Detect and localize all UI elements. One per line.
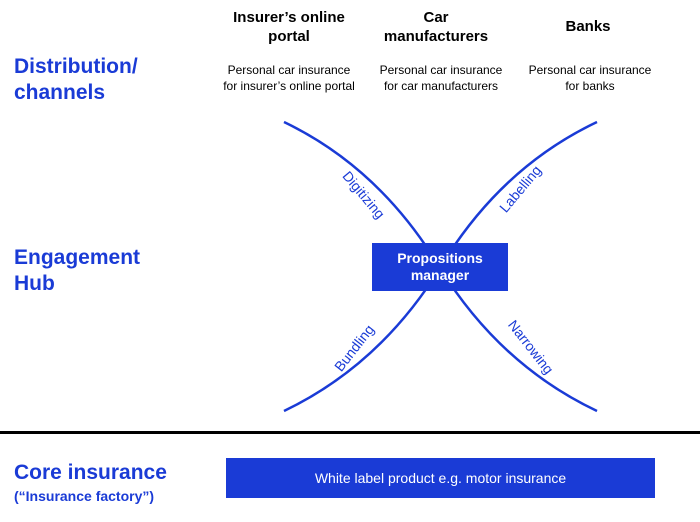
insurance-factory-label: (“Insurance factory”) — [14, 488, 155, 504]
core-insurance-label: Core insurance — [14, 461, 167, 484]
engagement-hub-label: Engagement Hub — [14, 246, 141, 295]
channel-heading-car-manufacturers: Car manufacturers — [383, 9, 489, 45]
channel-heading-banks: Banks — [565, 18, 611, 35]
channel-description-banks: Personal car insurance for banks — [528, 63, 652, 93]
channel-description-car-manufacturers: Personal car insurance for car manufactu… — [379, 63, 503, 93]
white-label-product-box: White label product e.g. motor insurance — [226, 458, 655, 498]
propositions-manager-box: Propositions manager — [372, 243, 508, 291]
arm-label-narrowing: Narrowing — [505, 317, 557, 377]
channel-heading-online-portal: Insurer’s online portal — [233, 9, 345, 45]
layer-divider — [0, 431, 700, 434]
distribution-channels-label: Distribution/ channels — [14, 55, 138, 104]
channel-description-online-portal: Personal car insurance for insurer’s onl… — [223, 63, 355, 93]
